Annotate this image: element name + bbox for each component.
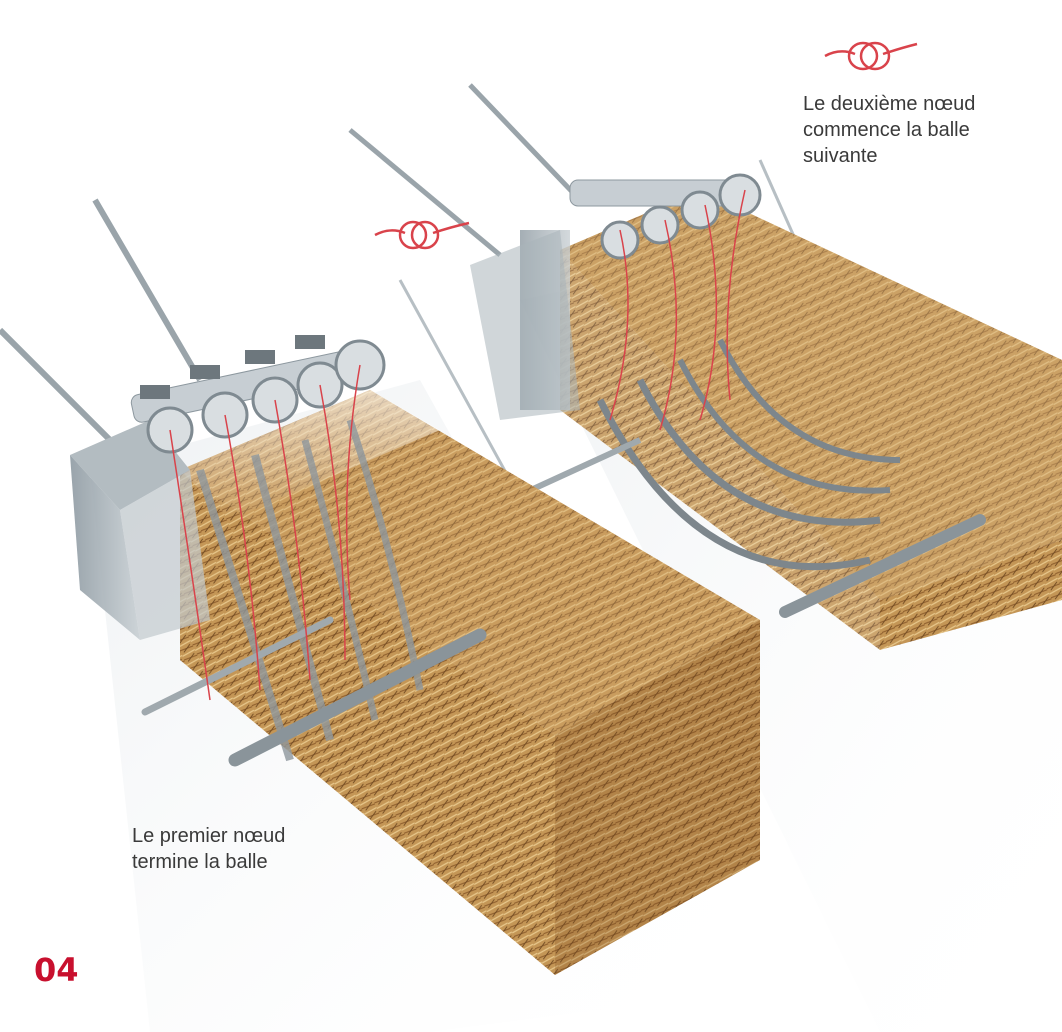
second-knot-caption: Le deuxième nœud commence la balle suiva…: [803, 91, 975, 169]
knot-icon-first: [374, 220, 470, 250]
rod-5: [398, 279, 512, 481]
first-knot-caption-line-2: termine la balle: [132, 851, 268, 873]
second-knot-caption-line-1: Le deuxième nœud: [803, 93, 976, 115]
second-knot-caption-line-3: suivante: [803, 145, 878, 167]
first-knot-caption: Le premier nœud termine la balle: [132, 823, 285, 875]
first-knot-caption-line-1: Le premier nœud: [132, 825, 286, 847]
knotter-left: [130, 335, 487, 767]
second-knot-caption-line-2: commence la balle: [803, 119, 970, 141]
bale-right: [470, 190, 1062, 650]
bale-left: [180, 390, 760, 975]
page-number: 04: [34, 951, 79, 989]
rod-1: [0, 327, 113, 443]
rod-2: [92, 198, 203, 382]
rod-3: [348, 128, 502, 257]
rod-4: [468, 83, 582, 202]
knotter-right: [518, 173, 986, 618]
knot-icon-second: [824, 41, 918, 71]
